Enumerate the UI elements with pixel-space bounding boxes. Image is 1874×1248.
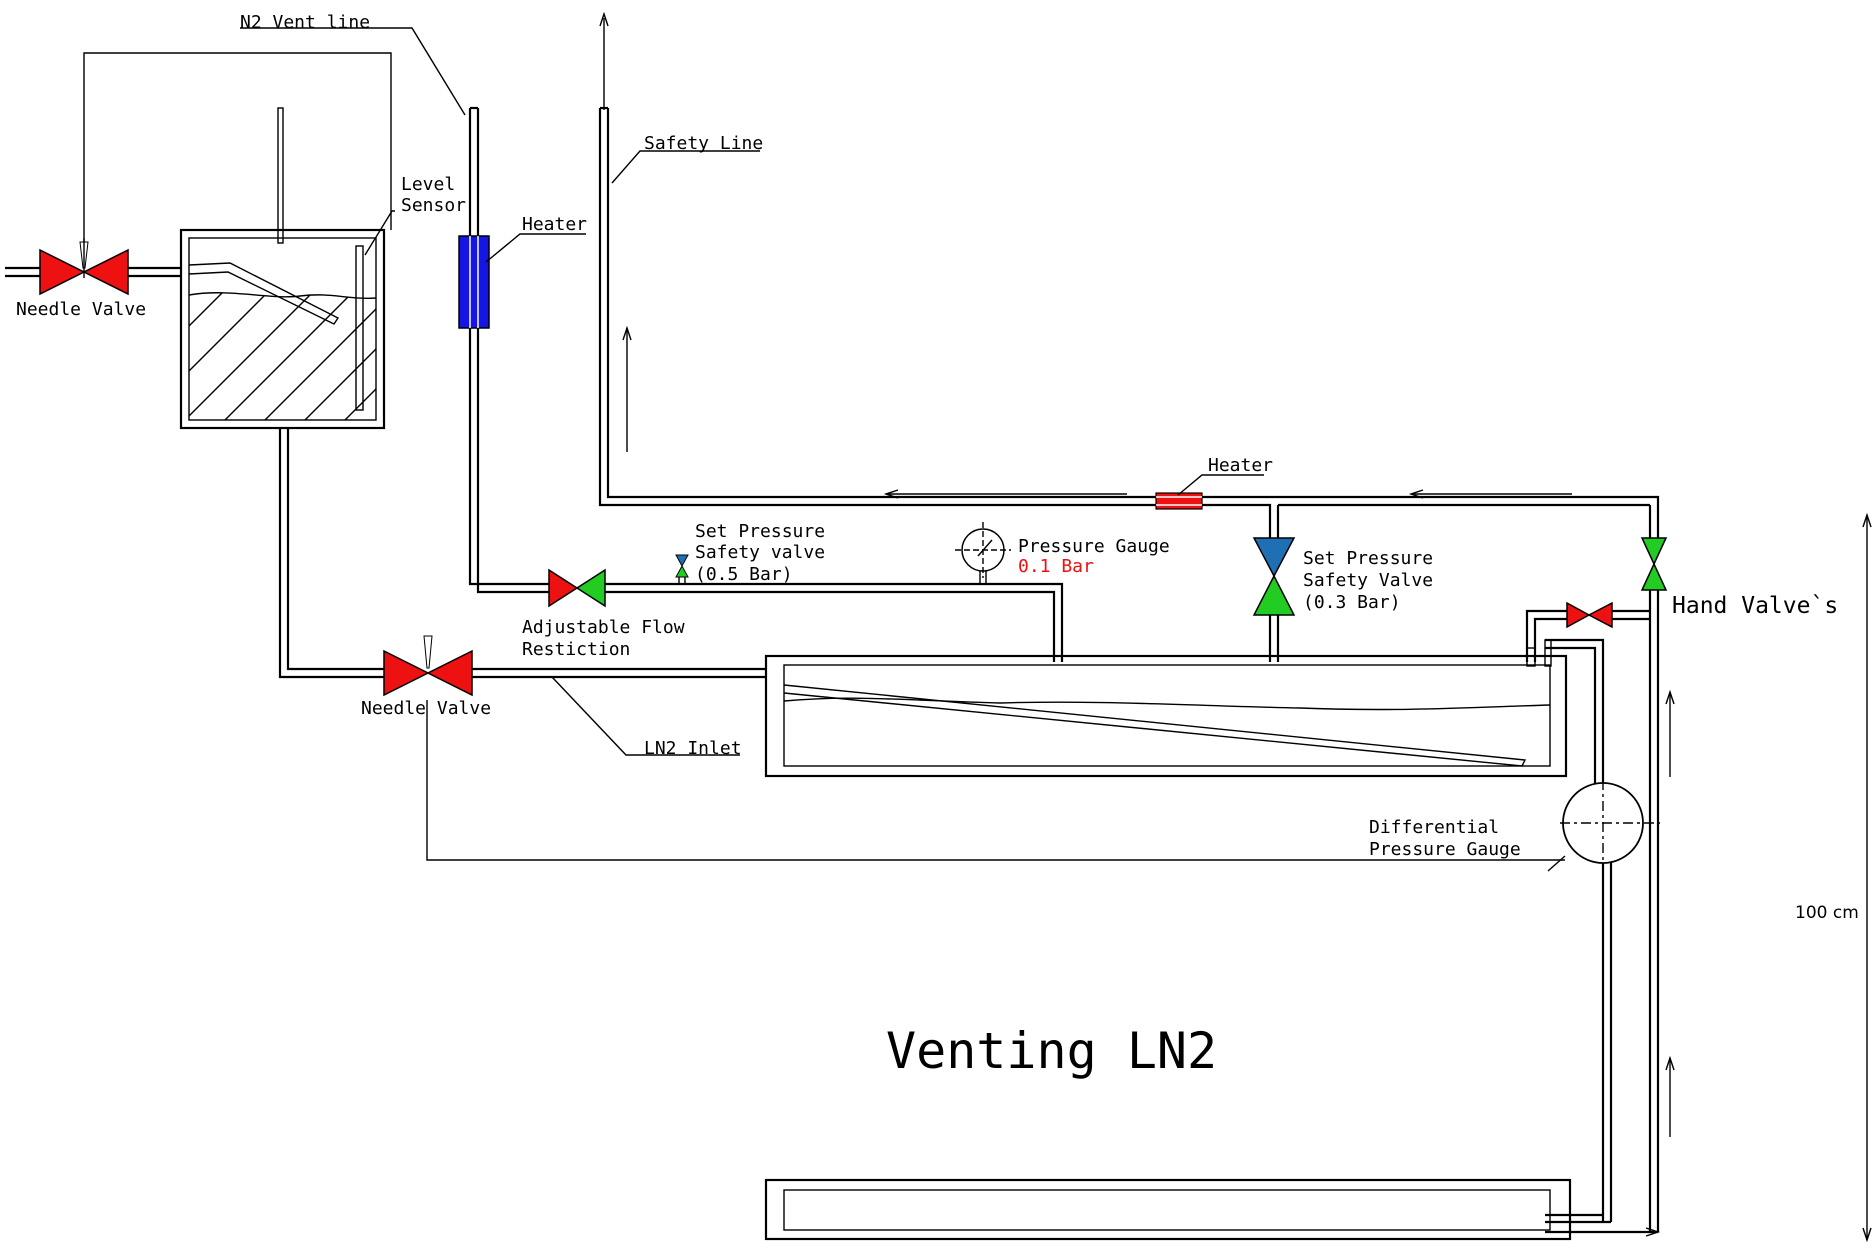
label-set-pressure-05-line2: Safety valve [695,542,825,563]
label-level-sensor-line2: Sensor [401,195,466,216]
adjustable-flow-restriction[interactable] [548,568,606,608]
label-needle-valve-bottom: Needle Valve [361,698,491,719]
label-adjustable-flow-line1: Adjustable Flow [522,617,685,638]
label-set-pressure-05-line3: (0.5 Bar) [695,564,793,585]
label-pressure-gauge-value: 0.1 Bar [1018,556,1094,577]
safety-valve-0-3-bar[interactable] [1252,537,1296,616]
hand-valve-green[interactable] [1640,537,1668,591]
label-differential-gauge-line1: Differential [1369,817,1499,838]
heater-safety-line [1155,492,1203,510]
diagram-title: Venting LN2 [886,1022,1217,1080]
hand-valve-red[interactable] [1566,601,1613,629]
horizontal-cryostat [764,639,1568,778]
dimension-arrow [1862,512,1872,1243]
label-pressure-gauge: Pressure Gauge [1018,536,1170,557]
flow-arrows [599,11,1675,1237]
label-set-pressure-03-line3: (0.3 Bar) [1303,592,1401,613]
supply-dewar [179,107,386,430]
leader-lines [240,27,1264,756]
label-set-pressure-03-line1: Set Pressure [1303,548,1433,569]
label-dimension: 100 cm [1795,903,1859,923]
pressure-gauge [955,522,1011,584]
safety-valve-0-5-bar[interactable] [675,554,689,584]
label-differential-gauge-line2: Pressure Gauge [1369,839,1521,860]
label-level-sensor-line1: Level [401,174,455,195]
differential-pressure-gauge [1560,780,1660,866]
heater-vent-line [458,235,490,329]
label-heater-safety: Heater [1208,455,1273,476]
bottom-dewar [764,1178,1572,1241]
needle-valve-top[interactable] [39,238,129,296]
label-set-pressure-03-line2: Safety Valve [1303,570,1433,591]
label-hand-valves: Hand Valve`s [1672,593,1838,619]
label-heater-vent: Heater [522,214,587,235]
label-adjustable-flow-line2: Restiction [522,639,630,660]
label-set-pressure-05-line1: Set Pressure [695,521,825,542]
needle-valve-bottom[interactable] [383,635,473,697]
label-safety-line: Safety Line [644,133,763,154]
labels: N2 Vent line Safety Line Level Sensor He… [16,12,1859,1080]
label-ln2-inlet: LN2 Inlet [644,738,742,759]
label-n2-vent-line: N2 Vent line [240,12,370,33]
label-needle-valve-top: Needle Valve [16,299,146,320]
